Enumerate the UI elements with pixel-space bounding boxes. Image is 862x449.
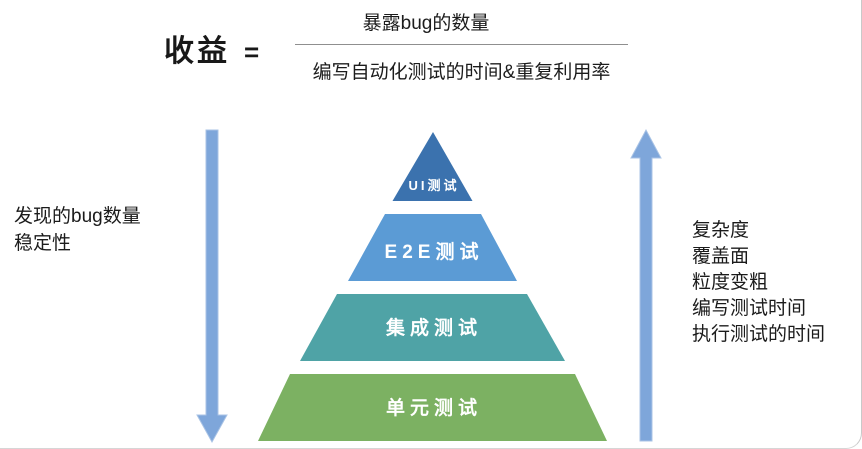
- left-annotation-line-2: 稳定性: [14, 233, 72, 254]
- right-annotation: 复杂度 覆盖面 粒度变粗 编写测试时间 执行测试的时间: [692, 218, 825, 348]
- formula-lhs: 收益 =: [164, 26, 259, 70]
- pyramid-level-integration: [300, 294, 565, 361]
- formula-equals-sign: =: [244, 37, 260, 67]
- formula-numerator: 暴露bug的数量: [362, 13, 490, 34]
- left-annotation: 发现的bug数量 稳定性: [14, 203, 141, 257]
- right-annotation-line-2: 覆盖面: [692, 246, 750, 267]
- pyramid-level-integration-label: 集成测试: [385, 316, 482, 339]
- up-arrow-icon: [630, 128, 662, 442]
- down-arrow-icon: [196, 129, 228, 444]
- pyramid-level-e2e: [348, 214, 517, 281]
- pyramid-level-ui: [392, 132, 473, 201]
- pyramid-level-e2e-label: E2E测试: [385, 241, 484, 263]
- right-annotation-line-1: 复杂度: [692, 220, 750, 241]
- pyramid-level-ui-label: UI测试: [408, 178, 459, 193]
- right-annotation-line-5: 执行测试的时间: [692, 324, 826, 345]
- left-annotation-line-1: 发现的bug数量: [14, 206, 141, 227]
- right-annotation-line-4: 编写测试时间: [692, 298, 807, 319]
- formula-benefit-label: 收益: [164, 35, 230, 68]
- formula-denominator: 编写自动化测试的时间&重复利用率: [312, 62, 611, 83]
- pyramid-level-unit: [258, 374, 607, 441]
- pyramid-level-unit-label: 单元测试: [386, 396, 482, 419]
- right-annotation-line-3: 粒度变粗: [692, 272, 769, 293]
- fraction-bar: [295, 44, 628, 45]
